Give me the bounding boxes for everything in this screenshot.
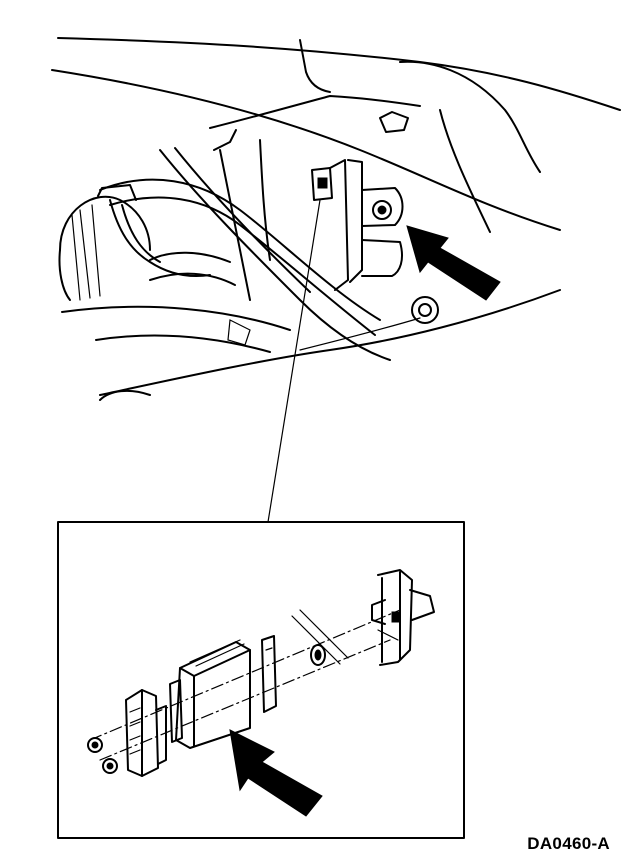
- detail-inset: [57, 521, 465, 839]
- arrow-icon: [406, 225, 501, 301]
- engine-compartment-view: [51, 37, 621, 401]
- leader-line: [267, 199, 321, 523]
- figure-reference-code: DA0460-A: [527, 834, 610, 853]
- arrow-icon: [229, 729, 323, 817]
